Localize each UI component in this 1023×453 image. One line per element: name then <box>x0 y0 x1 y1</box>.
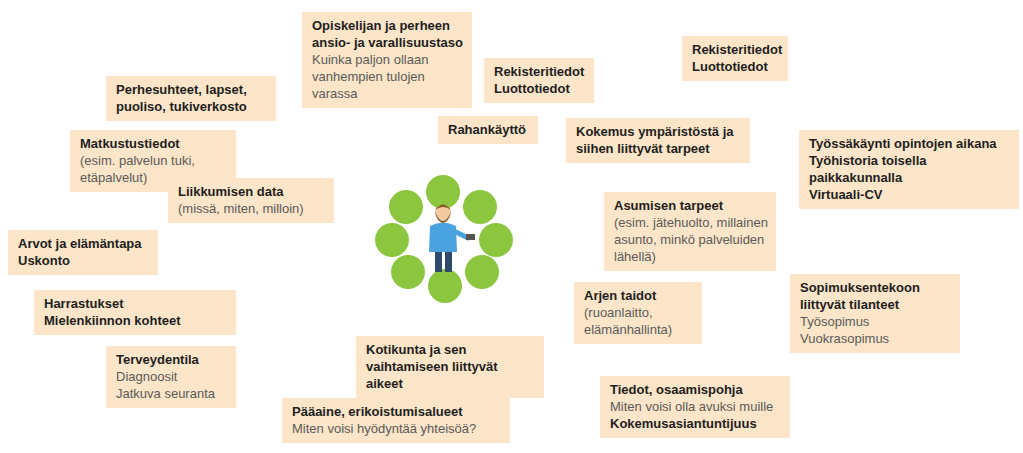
topic-box: Perhesuhteet, lapset, puoliso, tukiverko… <box>106 76 276 121</box>
box-detail: (ruoanlaitto, elämänhallinta) <box>584 304 694 338</box>
box-detail: Työsopimus <box>800 313 952 330</box>
box-detail: Kuinka paljon ollaan vanhempien tulojen … <box>312 51 464 102</box>
box-detail: Jatkuva seuranta <box>116 385 228 402</box>
box-detail: Miten voisi olla avuksi muille <box>610 398 782 415</box>
box-heading: Asumisen tarpeet <box>614 197 768 214</box>
box-heading: Harrastukset <box>44 295 228 312</box>
box-heading: Opiskelijan ja perheen ansio- ja varalli… <box>312 17 464 51</box>
topic-box: Opiskelijan ja perheen ansio- ja varalli… <box>302 12 472 108</box>
topic-box: Sopimuksentekoon liittyvät tilanteetTyös… <box>790 274 960 353</box>
box-heading: Arjen taidot <box>584 287 694 304</box>
box-heading: Perhesuhteet, lapset, puoliso, tukiverko… <box>116 81 268 115</box>
box-heading: Rekisteritiedot <box>692 41 780 58</box>
topic-box: Asumisen tarpeet(esim. jätehuolto, milla… <box>604 192 776 271</box>
box-heading: Luottotiedot <box>692 58 780 75</box>
box-heading: Matkustustiedot <box>80 135 228 152</box>
box-detail: Vuokrasopimus <box>800 330 952 347</box>
box-heading: Rahankäyttö <box>448 121 530 138</box>
box-heading: Kokemus ympäristöstä ja siihen liittyvät… <box>576 123 742 157</box>
box-heading: Mielenkiinnon kohteet <box>44 312 228 329</box>
topic-box: Arjen taidot(ruoanlaitto, elämänhallinta… <box>574 282 702 344</box>
box-heading: Uskonto <box>18 252 150 269</box>
topic-box: Pääaine, erikoistumisalueetMiten voisi h… <box>282 398 510 443</box>
topic-box: Kokemus ympäristöstä ja siihen liittyvät… <box>566 118 750 163</box>
box-heading: Sopimuksentekoon liittyvät tilanteet <box>800 279 952 313</box>
box-detail: (esim. jätehuolto, millainen asunto, min… <box>614 214 768 265</box>
box-detail: Miten voisi hyödyntää yhteisöä? <box>292 420 502 437</box>
box-heading: Virtuaali-CV <box>809 186 1011 203</box>
box-heading: Kokemusasiantuntijuus <box>610 415 782 432</box>
topic-box: HarrastuksetMielenkiinnon kohteet <box>34 290 236 335</box>
box-heading: Rekisteritiedot <box>494 63 586 80</box>
topic-box: Kotikunta ja sen vaihtamiseen liittyvät … <box>356 336 544 398</box>
box-heading: Terveydentila <box>116 351 228 368</box>
topic-box: Arvot ja elämäntapaUskonto <box>8 230 158 275</box>
topic-box: Rahankäyttö <box>438 116 538 144</box>
topic-box: Työssäkäynti opintojen aikanaTyöhistoria… <box>799 130 1019 209</box>
box-detail: (missä, miten, milloin) <box>178 200 326 217</box>
topic-box: RekisteritiedotLuottotiedot <box>484 58 594 103</box>
box-heading: Luottotiedot <box>494 80 586 97</box>
box-heading: Työssäkäynti opintojen aikana <box>809 135 1011 152</box>
box-heading: Arvot ja elämäntapa <box>18 235 150 252</box>
topic-box: Liikkumisen data(missä, miten, milloin) <box>168 178 334 223</box>
box-heading: Pääaine, erikoistumisalueet <box>292 403 502 420</box>
topic-box: RekisteritiedotLuottotiedot <box>682 36 788 81</box>
topic-box: TerveydentilaDiagnoositJatkuva seuranta <box>106 346 236 408</box>
box-heading: Työhistoria toisella paikkakunnalla <box>809 152 1011 186</box>
topic-box: Tiedot, osaamispohjaMiten voisi olla avu… <box>600 376 790 438</box>
box-detail: Diagnoosit <box>116 368 228 385</box>
box-heading: Liikkumisen data <box>178 183 326 200</box>
box-heading: Tiedot, osaamispohja <box>610 381 782 398</box>
topic-circles <box>375 175 513 303</box>
person-figure <box>429 205 475 273</box>
box-heading: Kotikunta ja sen vaihtamiseen liittyvät … <box>366 341 536 392</box>
